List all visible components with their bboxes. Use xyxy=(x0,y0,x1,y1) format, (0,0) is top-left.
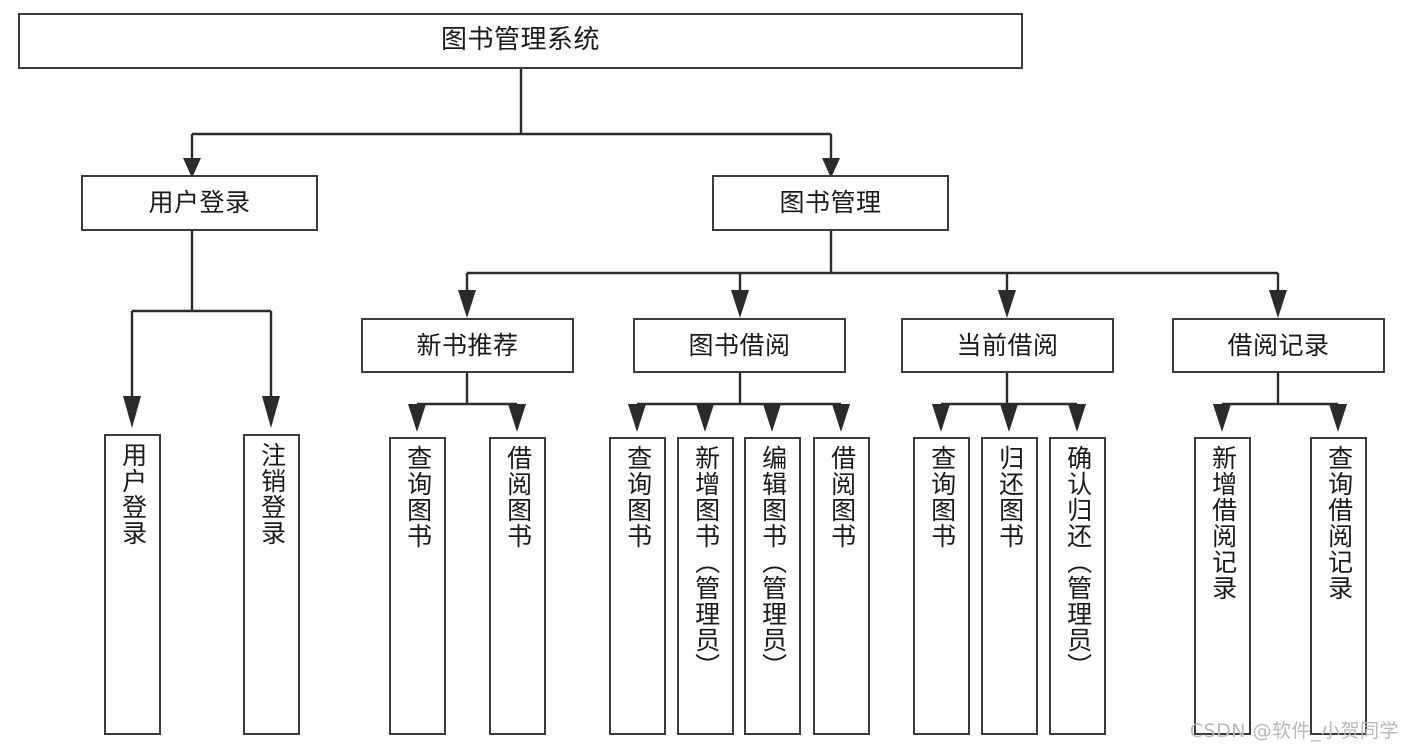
arrowhead-leaf-add-record xyxy=(1213,404,1231,432)
node-borrow-record[interactable]: 借阅记录 xyxy=(1172,318,1385,373)
node-leaf-borrow-book-1[interactable]: 借阅图书 xyxy=(489,437,546,735)
arrowhead-leaf-add-book xyxy=(696,404,714,432)
node-book-borrow[interactable]: 图书借阅 xyxy=(633,318,846,373)
node-root[interactable]: 图书管理系统 xyxy=(18,13,1023,69)
node-leaf-borrow-book-1-label: 借阅图书 xyxy=(503,445,533,549)
arrowhead-leaf-edit-book xyxy=(763,404,781,432)
node-leaf-query-book-1-label: 查询图书 xyxy=(403,445,433,549)
arrowhead-leaf-query-record xyxy=(1329,404,1347,432)
node-book-manage-label: 图书管理 xyxy=(779,188,882,217)
arrowhead-borrow-record xyxy=(1269,290,1287,318)
node-leaf-query-record[interactable]: 查询借阅记录 xyxy=(1310,437,1367,735)
watermark: CSDN @软件_小贺同学 xyxy=(1189,720,1399,742)
arrowhead-current-borrow xyxy=(998,290,1016,318)
arrowhead-leaf-borrow-book-2 xyxy=(832,404,850,432)
node-leaf-borrow-book-2-label: 借阅图书 xyxy=(827,445,857,549)
node-leaf-borrow-book-2[interactable]: 借阅图书 xyxy=(813,437,870,735)
node-leaf-add-record[interactable]: 新增借阅记录 xyxy=(1194,437,1251,735)
node-leaf-return-book-label: 归还图书 xyxy=(995,445,1025,549)
arrowhead-leaf-logout xyxy=(262,396,280,428)
node-book-manage[interactable]: 图书管理 xyxy=(712,175,949,231)
node-leaf-user-login[interactable]: 用户登录 xyxy=(104,434,161,735)
node-leaf-logout[interactable]: 注销登录 xyxy=(243,434,300,735)
node-book-borrow-label: 图书借阅 xyxy=(688,330,791,360)
node-leaf-confirm-return-label: 确认归还（管理员） xyxy=(1063,445,1093,679)
node-new-book-recommend[interactable]: 新书推荐 xyxy=(361,318,574,373)
node-leaf-return-book[interactable]: 归还图书 xyxy=(981,437,1038,735)
node-leaf-logout-label: 注销登录 xyxy=(257,442,287,546)
node-leaf-add-record-label: 新增借阅记录 xyxy=(1208,445,1238,601)
node-leaf-query-book-2[interactable]: 查询图书 xyxy=(609,437,666,735)
node-leaf-edit-book-label: 编辑图书（管理员） xyxy=(758,445,788,679)
arrowhead-leaf-borrow-book-1 xyxy=(508,404,526,432)
arrowhead-leaf-return-book xyxy=(1000,404,1018,432)
node-leaf-user-login-label: 用户登录 xyxy=(118,442,148,546)
node-leaf-query-book-3-label: 查询图书 xyxy=(927,445,957,549)
node-current-borrow[interactable]: 当前借阅 xyxy=(901,318,1114,373)
arrowhead-leaf-query-book-3 xyxy=(932,404,950,432)
node-leaf-add-book-label: 新增图书（管理员） xyxy=(691,445,721,679)
node-borrow-record-label: 借阅记录 xyxy=(1227,330,1330,360)
node-leaf-query-book-3[interactable]: 查询图书 xyxy=(913,437,970,735)
node-root-label: 图书管理系统 xyxy=(440,25,600,56)
node-leaf-query-book-1[interactable]: 查询图书 xyxy=(389,437,446,735)
arrowhead-new-book-recommend xyxy=(458,290,476,318)
node-new-book-recommend-label: 新书推荐 xyxy=(416,330,519,360)
node-user-login[interactable]: 用户登录 xyxy=(81,175,318,231)
node-leaf-confirm-return[interactable]: 确认归还（管理员） xyxy=(1049,437,1106,735)
arrowhead-leaf-query-book-1 xyxy=(408,404,426,432)
node-current-borrow-label: 当前借阅 xyxy=(956,330,1059,360)
arrowhead-leaf-confirm-return xyxy=(1068,404,1086,432)
node-leaf-query-book-2-label: 查询图书 xyxy=(623,445,653,549)
node-leaf-add-book[interactable]: 新增图书（管理员） xyxy=(677,437,734,735)
arrowhead-leaf-user-login xyxy=(123,396,141,428)
arrowhead-book-borrow xyxy=(731,290,749,318)
node-leaf-query-record-label: 查询借阅记录 xyxy=(1324,445,1354,601)
node-leaf-edit-book[interactable]: 编辑图书（管理员） xyxy=(744,437,801,735)
arrowhead-leaf-query-book-2 xyxy=(628,404,646,432)
node-user-login-label: 用户登录 xyxy=(148,188,251,217)
